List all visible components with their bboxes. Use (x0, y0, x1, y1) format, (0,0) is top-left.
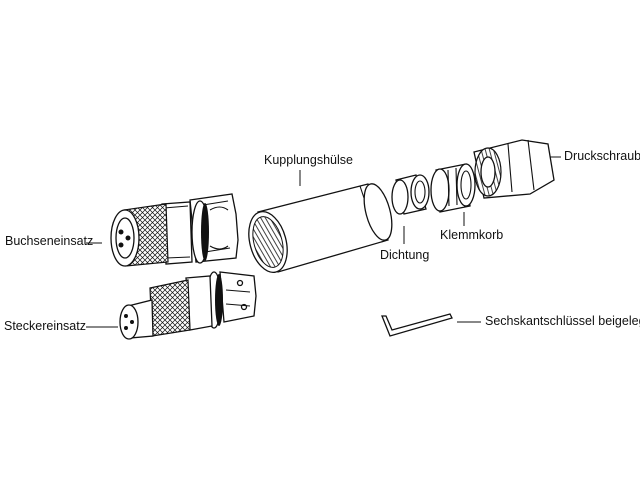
label-kupplungshuelse: Kupplungshülse (264, 153, 353, 167)
dichtung-part (391, 174, 430, 215)
label-dichtung: Dichtung (380, 248, 429, 262)
leader-lines (86, 156, 561, 328)
klemmkorb-part (430, 163, 476, 213)
kupplungshuelse-part (248, 183, 393, 273)
label-klemmkorb: Klemmkorb (440, 228, 503, 242)
label-buchseneinsatz: Buchseneinsatz (5, 234, 93, 248)
buchseneinsatz-part (110, 193, 239, 267)
label-druckschraube: Druckschraube (564, 149, 640, 163)
steckereinsatz-part (119, 271, 257, 340)
label-steckereinsatz: Steckereinsatz (4, 319, 86, 333)
label-sechskantschluessel: Sechskantschlüssel beigelegt (485, 314, 640, 328)
druckschraube-part (473, 139, 555, 199)
hex-key-part (381, 313, 453, 337)
